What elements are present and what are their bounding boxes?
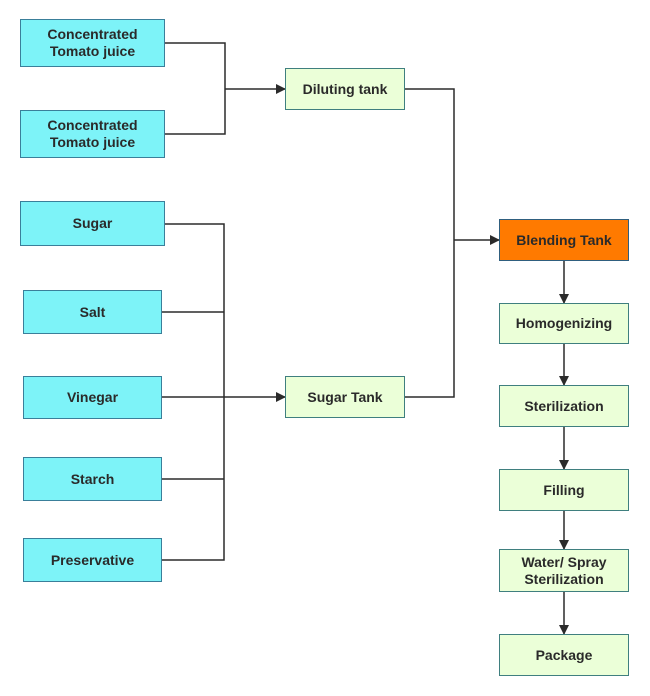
edge-tomato-juice-2-to-diluting-tank (165, 89, 226, 135)
node-label: Homogenizing (515, 315, 613, 331)
node-blending-tank: Blending Tank (499, 219, 629, 261)
edge-preservative-to-sugar-tank (162, 397, 225, 561)
node-water-spray-sterilization: Water/ Spray Sterilization (499, 549, 629, 592)
node-concentrated-tomato-juice-1: Concentrated Tomato juice (20, 19, 165, 67)
node-filling: Filling (499, 469, 629, 511)
edge-sugar-to-sugar-tank (165, 223, 225, 397)
node-label: Filling (543, 481, 585, 498)
node-label: Diluting tank (302, 80, 388, 97)
node-label: Preservative (50, 551, 135, 568)
node-diluting-tank: Diluting tank (285, 68, 405, 110)
node-vinegar: Vinegar (23, 376, 162, 419)
edge-sugar-tank-to-blending-tank (405, 240, 455, 398)
node-label: Sugar Tank (307, 388, 383, 405)
edge-tomato-juice-1-to-diluting-tank (165, 42, 226, 89)
node-homogenizing: Homogenizing (499, 303, 629, 344)
node-label: Starch (70, 470, 115, 487)
node-label: Blending Tank (516, 231, 612, 248)
node-label: Vinegar (66, 389, 119, 405)
node-concentrated-tomato-juice-2: Concentrated Tomato juice (20, 110, 165, 158)
node-label: Sterilization (524, 397, 604, 414)
node-salt: Salt (23, 290, 162, 334)
node-sugar: Sugar (20, 201, 165, 246)
node-starch: Starch (23, 457, 162, 501)
node-label: Water/ Spray Sterilization (521, 553, 607, 587)
node-label: Concentrated Tomato juice (47, 26, 138, 59)
node-label: Concentrated Tomato juice (47, 117, 138, 150)
node-label: Package (535, 646, 593, 663)
node-preservative: Preservative (23, 538, 162, 582)
edge-diluting-tank-to-blending-tank (405, 88, 455, 240)
node-package: Package (499, 634, 629, 676)
node-sterilization: Sterilization (499, 385, 629, 427)
node-label: Salt (79, 303, 106, 320)
node-label: Sugar (72, 215, 113, 231)
node-sugar-tank: Sugar Tank (285, 376, 405, 418)
